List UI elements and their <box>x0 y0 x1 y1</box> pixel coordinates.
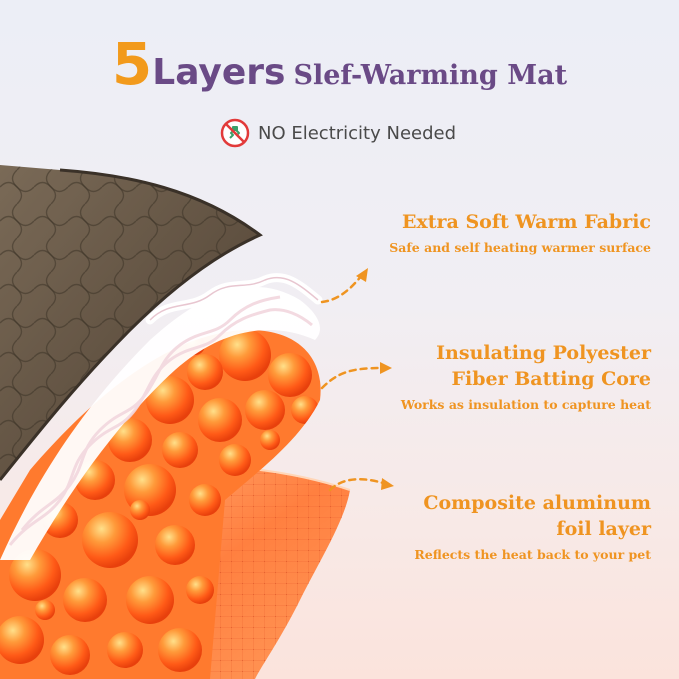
layer-label-foil: Composite aluminum foil layer Reflects t… <box>414 490 651 564</box>
layer-description: Reflects the heat back to your pet <box>414 547 651 562</box>
fiber-layer <box>0 273 323 560</box>
layer-label-batting: Insulating Polyester Fiber Batting Core … <box>401 340 651 414</box>
connector-arrows <box>320 273 388 492</box>
layer-heading-line-2: foil layer <box>556 518 651 540</box>
layer-heading-line-1: Insulating Polyester <box>436 342 651 364</box>
arrow-head-fabric <box>356 268 368 282</box>
layer-heading-line-1: Composite aluminum <box>423 492 651 514</box>
arrow-head-batting <box>380 362 392 374</box>
title-number: 5 <box>111 30 152 98</box>
arrow-fabric <box>320 273 364 304</box>
subtitle: NO Electricity Needed <box>220 118 456 148</box>
subtitle-text: NO Electricity Needed <box>258 122 457 144</box>
layer-heading-line-2: Fiber Batting Core <box>451 368 651 390</box>
layer-description: Safe and self heating warmer surface <box>389 240 651 255</box>
arrow-foil <box>328 477 388 492</box>
arrow-head-foil <box>381 478 394 490</box>
layer-label-fabric: Extra Soft Warm Fabric Safe and self hea… <box>389 209 651 257</box>
layer-heading: Extra Soft Warm Fabric <box>401 211 651 233</box>
no-electricity-icon <box>220 118 250 148</box>
layer-description: Works as insulation to capture heat <box>400 397 651 412</box>
arrow-heads <box>356 268 394 490</box>
fabric-layer <box>0 165 263 481</box>
title-rest: Slef-Warming Mat <box>293 60 568 91</box>
title-word: Layers <box>152 52 286 93</box>
arrow-batting <box>320 366 384 390</box>
